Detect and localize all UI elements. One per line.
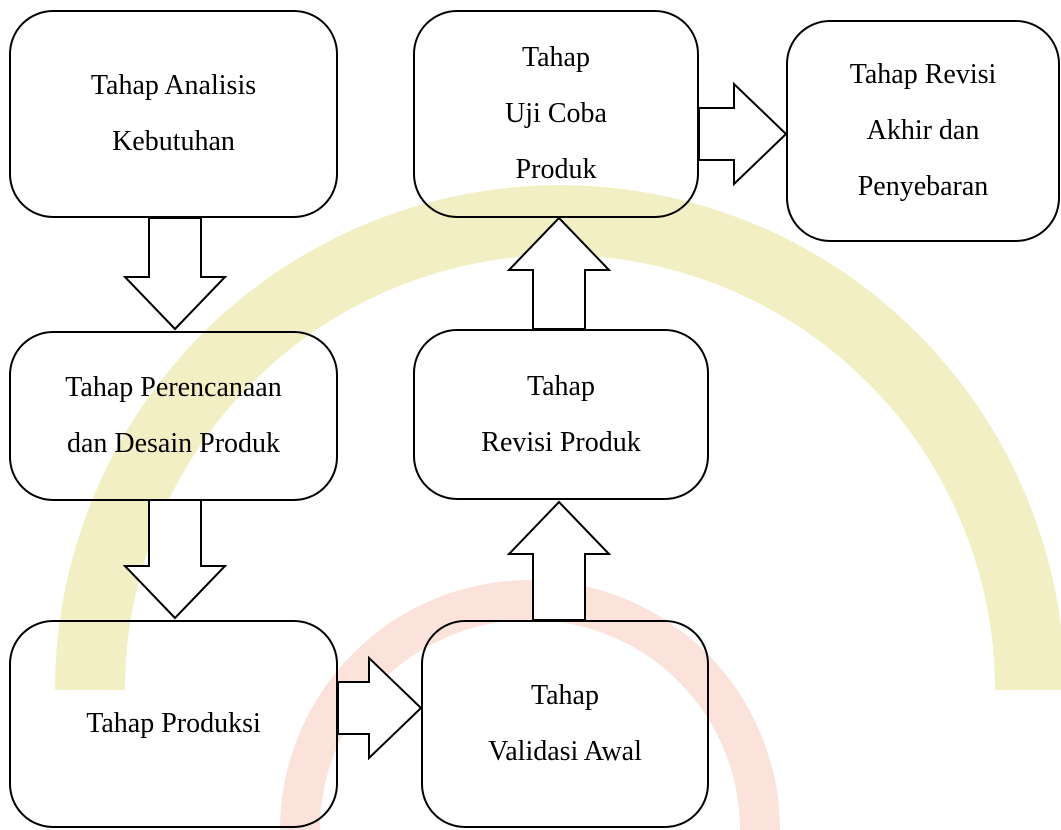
arrow-analisis-to-perencanaan [122,217,228,331]
step-uji-coba-line-1: Tahap [521,42,590,73]
step-validasi-box: Tahap Validasi Awal [421,620,709,828]
step-produksi-box: Tahap Produksi [9,620,338,828]
arrow-uji-coba-to-revisi-akhir [698,81,788,187]
step-perencanaan-line-1: Tahap Perencanaan [65,372,282,403]
watermark-inner-arc [280,580,780,830]
step-revisi-produk-line-2: Revisi Produk [481,426,641,458]
step-produksi-line-1: Tahap Produksi [86,708,261,739]
step-perencanaan-box: Tahap Perencanaan dan Desain Produk [9,331,338,501]
arrow-validasi-to-revisi-produk [506,500,612,621]
step-revisi-produk-box: Tahap Revisi Produk [413,329,709,500]
step-revisi-akhir-line-2: Akhir dan [866,115,980,146]
step-uji-coba-box: Tahap Uji Coba Produk [413,10,699,218]
step-revisi-akhir-line-3: Penyebaran [857,171,989,202]
step-analisis-line-2: Kebutuhan [112,126,235,157]
step-perencanaan-line-2: dan Desain Produk [66,428,281,459]
arrow-perencanaan-to-produksi [122,499,228,620]
step-revisi-akhir-line-1: Tahap Revisi [849,59,997,90]
step-uji-coba-line-2: Uji Coba [505,98,607,129]
arrow-revisi-produk-to-uji-coba [506,216,612,330]
step-validasi-line-2: Validasi Awal [488,736,642,767]
step-revisi-akhir-box: Tahap Revisi Akhir dan Penyebaran [786,20,1060,242]
flow-arrows [122,81,788,761]
step-uji-coba-line-3: Produk [515,154,597,185]
arrow-produksi-to-validasi [337,655,423,761]
step-analisis-line-1: Tahap Analisis [90,70,257,101]
step-revisi-produk-line-1: Tahap [526,370,595,402]
step-analisis-box: Tahap Analisis Kebutuhan [9,10,338,218]
step-validasi-line-1: Tahap [530,680,599,711]
